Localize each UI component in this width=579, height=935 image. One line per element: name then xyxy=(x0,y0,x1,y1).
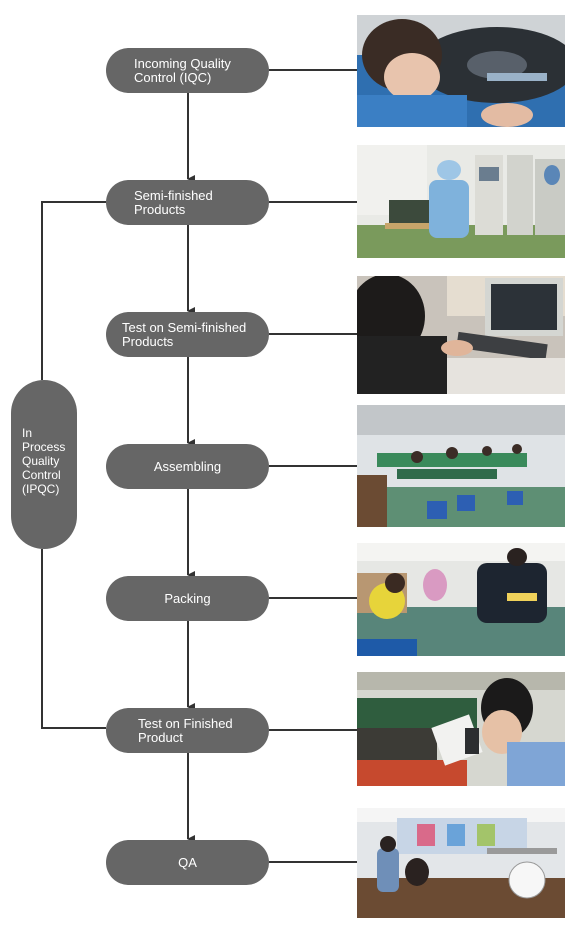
photo-qa xyxy=(357,808,565,918)
step-packing-label: Packing xyxy=(164,590,211,606)
photo-iqc xyxy=(357,15,565,127)
step-semi-finished-label: Semi-finished Products xyxy=(134,187,213,217)
ipqc-node: In Process Quality Control (IPQC) xyxy=(11,380,77,549)
ipqc-bracket-top xyxy=(41,201,106,380)
step-test-finished-label: Test on Finished Product xyxy=(138,715,233,745)
step-test-semi-finished: Test on Semi-finished Products xyxy=(106,312,269,357)
photo-test-semi-finished xyxy=(357,276,565,394)
photo-assembling xyxy=(357,405,565,527)
step-test-finished-product: Test on Finished Product xyxy=(106,708,269,753)
step-assembling: Assembling xyxy=(106,444,269,489)
step-qa: QA xyxy=(106,840,269,885)
step-qa-label: QA xyxy=(178,854,197,870)
photo-packing xyxy=(357,543,565,656)
ipqc-bracket-bottom xyxy=(41,549,106,729)
step-iqc: Incoming Quality Control (IQC) xyxy=(106,48,269,93)
photo-test-finished-product xyxy=(357,672,565,786)
step-test-semi-label: Test on Semi-finished Products xyxy=(122,319,247,349)
step-assembling-label: Assembling xyxy=(153,458,222,474)
photo-semi-finished-products xyxy=(357,145,565,258)
ipqc-label: In Process Quality Control (IPQC) xyxy=(22,426,66,496)
step-packing: Packing xyxy=(106,576,269,621)
step-iqc-label: Incoming Quality Control (IQC) xyxy=(134,55,231,85)
step-semi-finished-products: Semi-finished Products xyxy=(106,180,269,225)
